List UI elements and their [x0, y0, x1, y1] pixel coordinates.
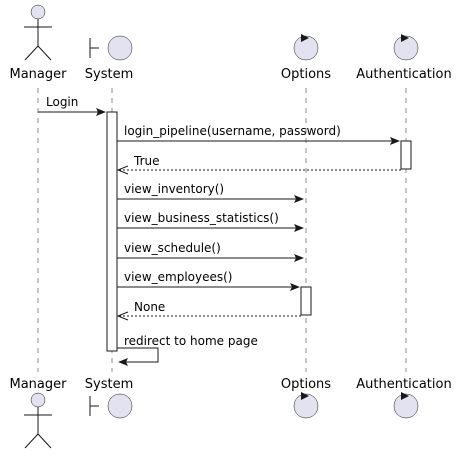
message-none-return: None	[116, 300, 301, 321]
message-login: Login	[38, 95, 106, 116]
participant-label-system: System	[85, 67, 133, 82]
message-view-employees: view_employees()	[117, 270, 300, 291]
participant-label-manager: Manager	[10, 377, 68, 392]
message-view-schedule: view_schedule()	[117, 241, 304, 262]
message-label: view_employees()	[124, 270, 232, 284]
message-label: Login	[46, 95, 78, 109]
control-icon	[293, 34, 319, 61]
message-login-pipeline: login_pipeline(username, password)	[117, 124, 400, 145]
message-view-inventory: view_inventory()	[117, 182, 304, 203]
message-true-return: True	[116, 154, 401, 175]
participant-label-options: Options	[281, 67, 331, 82]
message-view-business-statistics: view_business_statistics()	[117, 211, 304, 232]
boundary-icon	[89, 35, 133, 61]
control-icon	[393, 34, 419, 61]
boundary-icon	[89, 393, 133, 419]
message-label: None	[134, 300, 165, 314]
participant-label-system: System	[85, 377, 133, 392]
message-label: login_pipeline(username, password)	[124, 124, 341, 138]
message-label: True	[133, 154, 160, 168]
control-icon	[393, 392, 419, 419]
actor-icon	[24, 4, 52, 61]
participant-label-options: Options	[281, 377, 331, 392]
participant-label-authentication: Authentication	[356, 67, 451, 82]
message-label: view_business_statistics()	[124, 211, 279, 225]
activation-authentication	[400, 140, 412, 170]
message-redirect-home: redirect to home page	[117, 334, 258, 366]
message-label: redirect to home page	[124, 334, 258, 348]
participant-label-manager: Manager	[10, 67, 68, 82]
activation-options	[300, 286, 312, 316]
activation-system	[106, 111, 118, 352]
message-label: view_schedule()	[124, 241, 221, 255]
participant-label-authentication: Authentication	[356, 377, 451, 392]
message-label: view_inventory()	[124, 182, 224, 196]
control-icon	[293, 392, 319, 419]
actor-icon	[24, 392, 52, 449]
